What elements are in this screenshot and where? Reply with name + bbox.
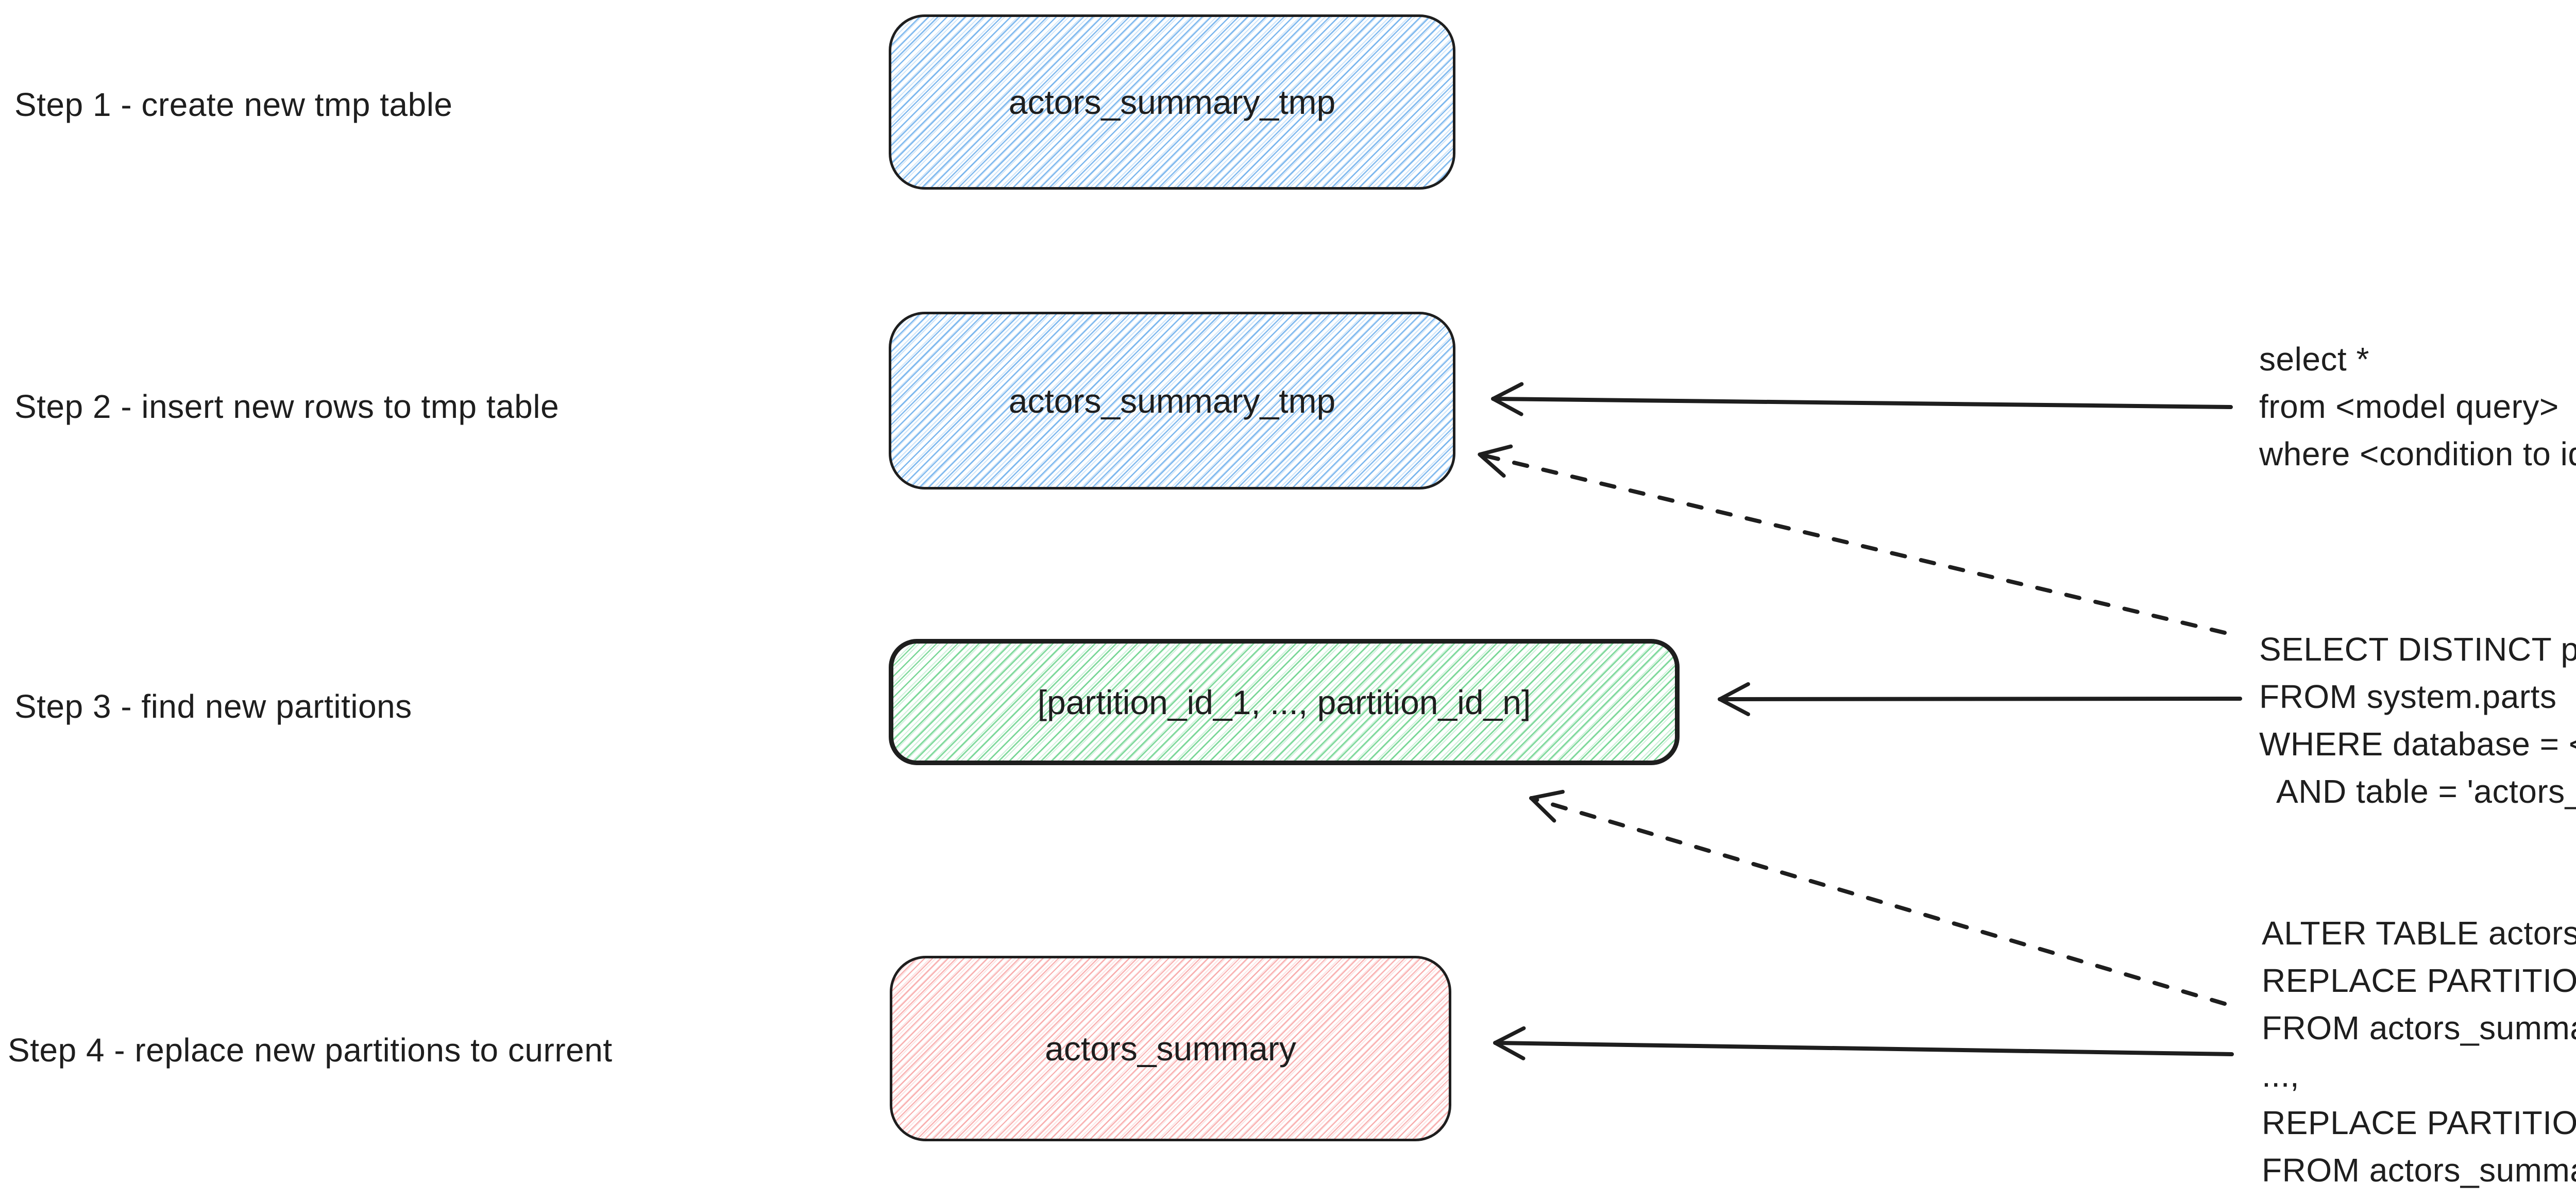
replace-partitions-code: ALTER TABLE actors_summary REPLACE PARTI… — [2262, 909, 2576, 1194]
code-line: ALTER TABLE actors_summary — [2262, 915, 2576, 952]
step2-node-label: actors_summary_tmp — [1008, 381, 1336, 420]
dashed-arrow-replace-partitions-to-step3-node — [1529, 789, 2227, 1006]
code-line: from <model query> — [2259, 388, 2559, 425]
arrow-replace-partitions-to-step4-node — [1493, 1026, 2234, 1060]
step1-node: actors_summary_tmp — [889, 14, 1455, 190]
code-line: WHERE database = <database> — [2259, 725, 2576, 763]
code-line: where <condition to identify new> — [2259, 435, 2576, 472]
find-partitions-code: SELECT DISTINCT partition_id FROM system… — [2259, 626, 2576, 815]
step3-label: Step 3 - find new partitions — [14, 688, 412, 725]
code-line: REPLACE PARTITION partition_id_n — [2262, 1104, 2576, 1141]
step1-label: Step 1 - create new tmp table — [14, 86, 453, 123]
insert-query-code: select * from <model query> where <condi… — [2259, 335, 2576, 478]
step3-node-label: [partition_id_1, ..., partition_id_n] — [1037, 683, 1531, 721]
code-line: select * — [2259, 341, 2369, 378]
step4-node: actors_summary — [890, 956, 1451, 1141]
code-line: REPLACE PARTITION partition_id_1 — [2262, 962, 2576, 999]
step4-node-label: actors_summary — [1045, 1029, 1296, 1068]
code-line: FROM system.parts — [2259, 678, 2557, 715]
step1-node-label: actors_summary_tmp — [1008, 83, 1336, 121]
step3-node: [partition_id_1, ..., partition_id_n] — [889, 639, 1680, 765]
step2-label: Step 2 - insert new rows to tmp table — [14, 388, 560, 425]
code-line: AND table = 'actors_summary_tmp' — [2276, 773, 2576, 810]
code-line: SELECT DISTINCT partition_id — [2259, 631, 2576, 668]
code-line: FROM actors_summary_tmp, — [2262, 1009, 2576, 1046]
arrow-insert-query-to-step2-node — [1491, 382, 2233, 416]
code-line: FROM actors_summary_tmp, — [2262, 1152, 2576, 1189]
code-line: ..., — [2262, 1057, 2300, 1094]
dashed-arrow-find-partitions-to-step2-node — [1478, 444, 2227, 635]
step2-node: actors_summary_tmp — [889, 312, 1455, 489]
step4-label: Step 4 - replace new partitions to curre… — [8, 1032, 613, 1069]
